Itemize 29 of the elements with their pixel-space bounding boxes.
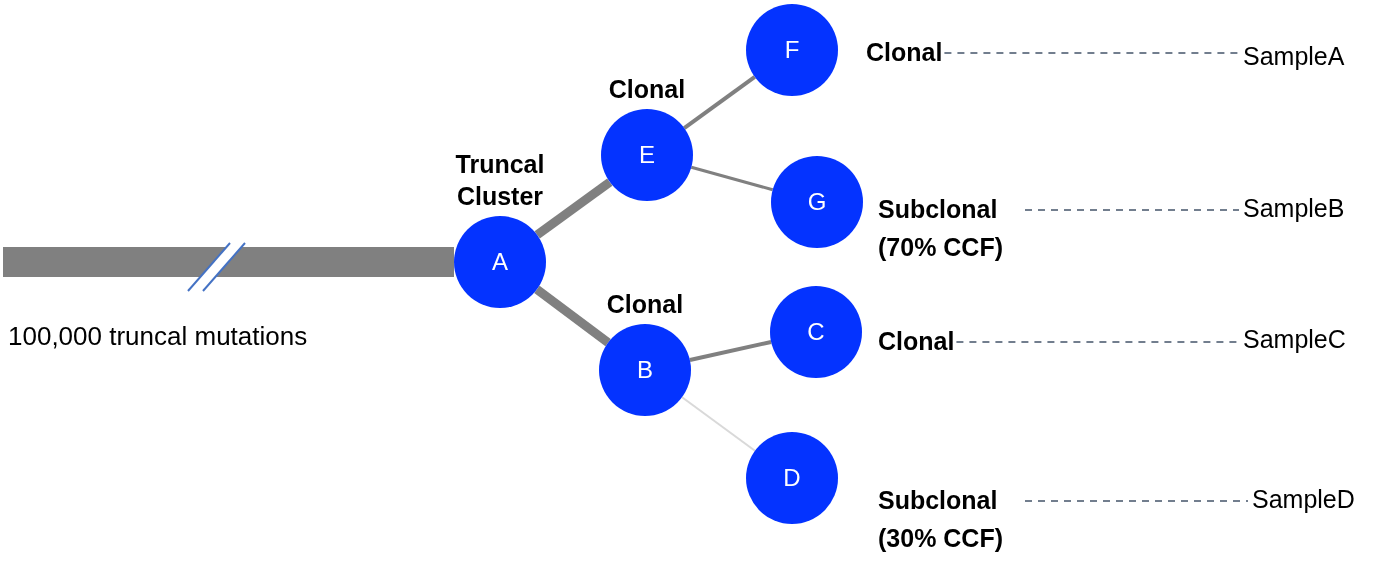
clonality-label: Subclonal (30% CCF) — [878, 481, 1023, 557]
clonality-label: Truncal Cluster — [454, 149, 546, 212]
cluster-letter: G — [807, 187, 827, 217]
cluster-letter: C — [807, 317, 825, 347]
branch-line — [534, 285, 611, 347]
sample-label: SampleC — [1243, 320, 1383, 358]
dashed-connector — [1024, 500, 1249, 502]
sample-label: SampleB — [1243, 189, 1383, 227]
cluster-letter: F — [784, 35, 800, 65]
branch-line — [683, 75, 756, 130]
branch-line — [681, 396, 756, 452]
dashed-connector — [943, 52, 1240, 54]
clonality-label: Clonal — [878, 322, 955, 360]
clonality-label: Subclonal (70% CCF) — [878, 190, 1023, 266]
cluster-letter: A — [492, 247, 508, 277]
dashed-connector — [1024, 209, 1240, 211]
cluster-letter: D — [783, 463, 801, 493]
branch-line — [690, 165, 774, 192]
branch-line — [534, 178, 613, 239]
clonality-label: Clonal — [605, 289, 685, 320]
branch-line — [3, 247, 454, 277]
cluster-letter: E — [639, 140, 655, 170]
clonality-label: Clonal — [607, 74, 687, 105]
sample-label: SampleD — [1252, 480, 1392, 518]
sample-label: SampleA — [1243, 37, 1383, 75]
branch-line — [689, 340, 772, 362]
cluster-letter: B — [637, 355, 653, 385]
mutation-count-label: 100,000 truncal mutations — [8, 320, 308, 353]
clonality-label: Clonal — [866, 33, 943, 71]
